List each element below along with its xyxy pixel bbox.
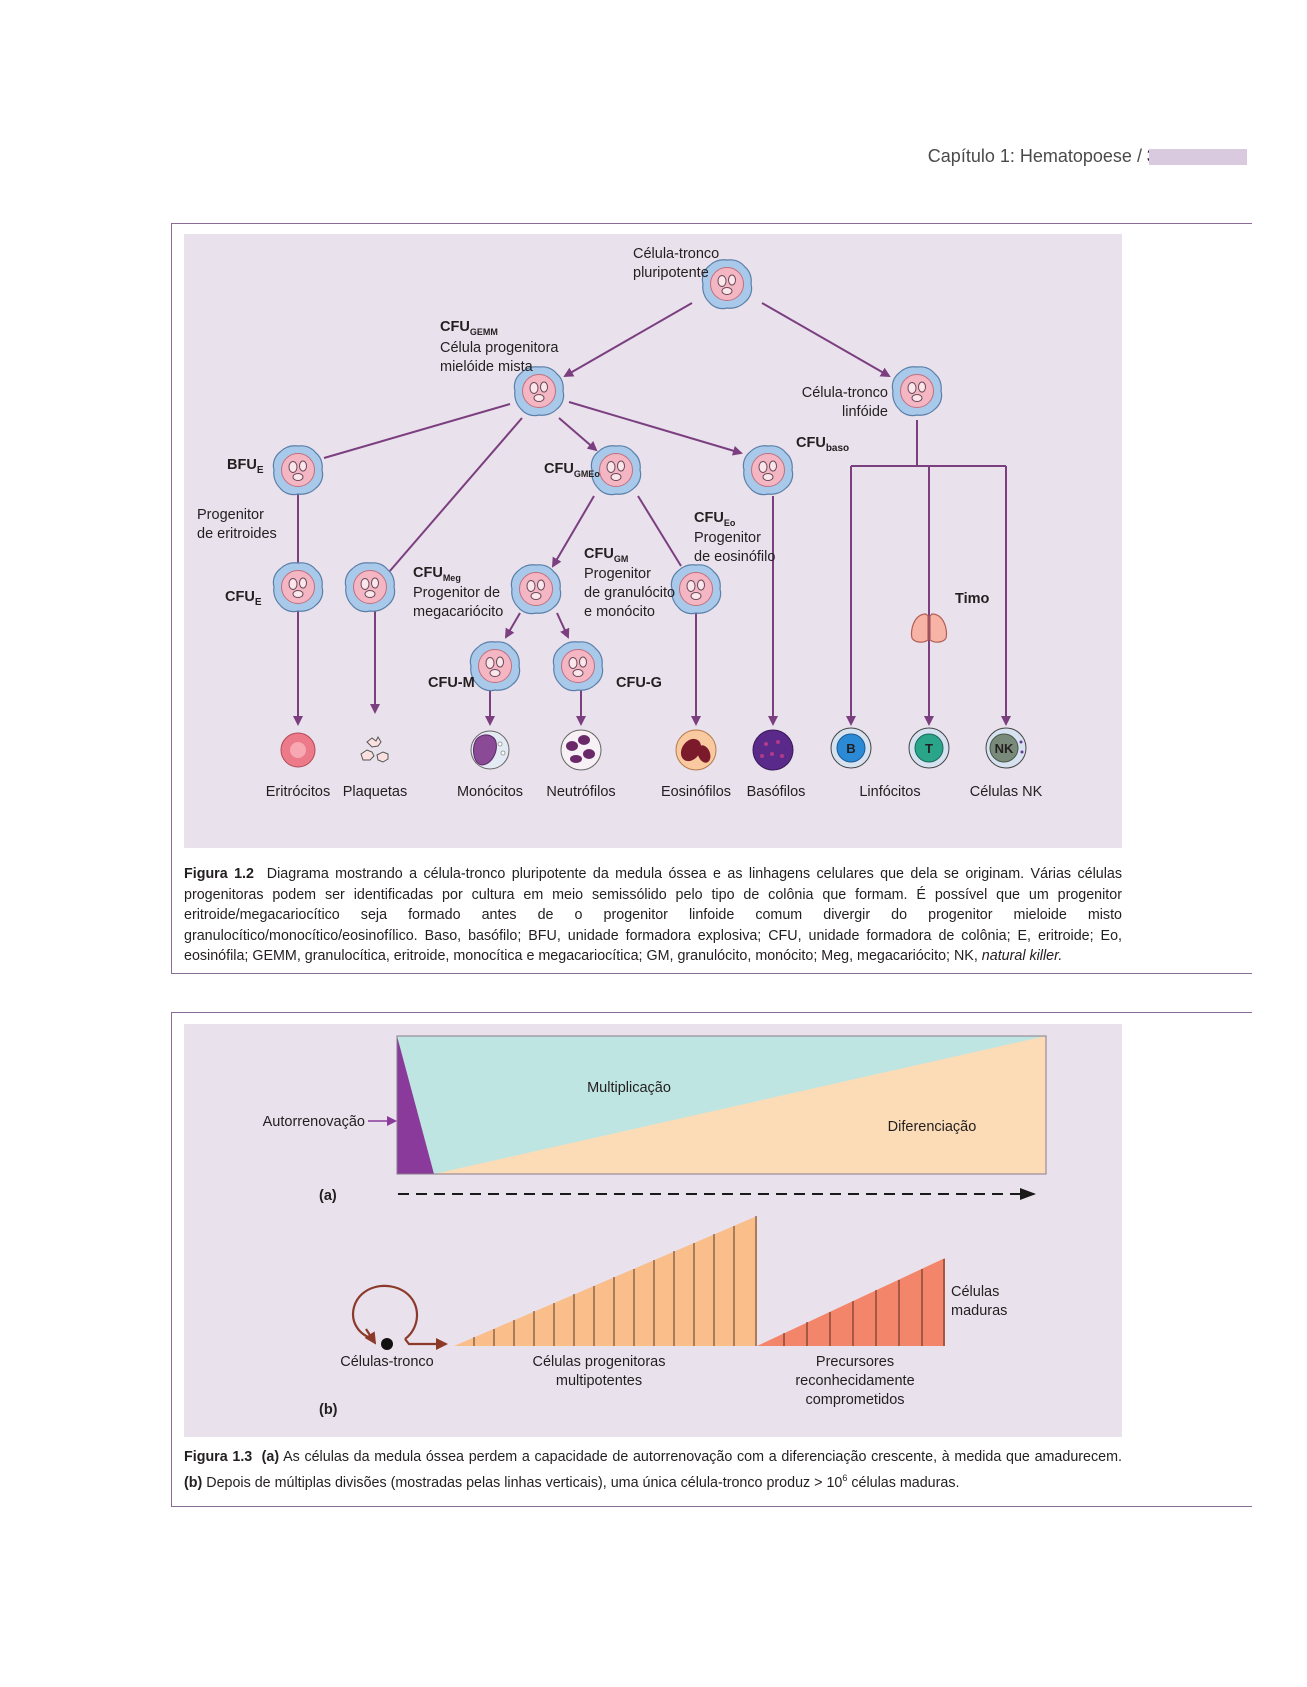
- cfu-e-label: CFUE: [225, 589, 262, 608]
- bfu-e-label: BFUE: [227, 457, 264, 476]
- b-cell-letter: B: [846, 741, 855, 756]
- b-lymphocyte-icon: [830, 727, 872, 769]
- nk-cell-letter: NK: [995, 741, 1014, 756]
- stem-label-line2: pluripotente: [633, 265, 709, 281]
- header-separator: /: [1136, 146, 1142, 166]
- eritrocitos-label: Eritrócitos: [266, 784, 330, 800]
- caption-italic: natural killer.: [981, 948, 1063, 964]
- hematopoiesis-diagram: Célula-tronco pluripotente CFUGEMM Célul…: [197, 246, 1043, 800]
- gm-desc-line2: de granulócito: [584, 585, 675, 601]
- panel-b-chart: [351, 1216, 945, 1350]
- erythrocyte-icon: [280, 732, 316, 768]
- figure-1-3-caption: Figura 1.3 (a) As células da medula ósse…: [184, 1447, 1122, 1493]
- progenitoras-line2: multipotentes: [556, 1373, 642, 1389]
- cfu-gm-label: CFUGM: [584, 546, 628, 564]
- precursores-line2: reconhecidamente: [795, 1373, 914, 1389]
- cfu-m-cell: [469, 641, 521, 692]
- eo-desc-line1: Progenitor: [694, 530, 761, 546]
- caption-text-b2: células maduras.: [851, 1474, 960, 1491]
- ery-prog-line2: de eritroides: [197, 526, 277, 542]
- caption-text-b1: Depois de múltiplas divisões (mostradas …: [206, 1474, 843, 1491]
- neutrofilos-label: Neutrófilos: [546, 784, 615, 800]
- timo-label: Timo: [955, 591, 990, 607]
- mature-cells: [280, 727, 1027, 771]
- figure-1-3-box: Multiplicação Diferenciação Autorrenovaç…: [171, 1012, 1252, 1507]
- precursores-line3: comprometidos: [805, 1392, 904, 1408]
- multiplicacao-label: Multiplicação: [587, 1080, 671, 1096]
- eosinofilos-label: Eosinófilos: [661, 784, 731, 800]
- cfu-meg-label: CFUMeg: [413, 565, 461, 583]
- ery-prog-line1: Progenitor: [197, 507, 264, 523]
- gemm-desc-line1: Célula progenitora: [440, 340, 559, 356]
- figure-1-2-caption: Figura 1.2 Diagrama mostrando a célula-t…: [184, 864, 1122, 967]
- gm-desc-line1: Progenitor: [584, 566, 651, 582]
- caption-label: Figura 1.2: [184, 866, 254, 882]
- cfu-meg-cell: [344, 562, 396, 613]
- basofilos-label: Basófilos: [747, 784, 806, 800]
- label-b: (b): [319, 1402, 338, 1418]
- cfu-g-label: CFU-G: [616, 675, 662, 691]
- cfu-eo-cell: [670, 564, 722, 615]
- lineage-arrows: [293, 302, 1011, 726]
- stem-label-line1: Célula-tronco: [633, 246, 719, 262]
- cfu-e-cell: [272, 562, 324, 613]
- gemm-desc-line2: mielóide mista: [440, 359, 534, 375]
- meg-desc-line2: megacariócito: [413, 604, 503, 620]
- plaquetas-label: Plaquetas: [343, 784, 408, 800]
- precursores-line1: Precursores: [816, 1354, 894, 1370]
- caption-b-marker: (b): [184, 1474, 203, 1491]
- figure-1-3-panel: Multiplicação Diferenciação Autorrenovaç…: [184, 1024, 1122, 1437]
- celulas-nk-label: Células NK: [970, 784, 1043, 800]
- cfu-m-label: CFU-M: [428, 675, 475, 691]
- platelets-icon: [360, 735, 389, 763]
- cfu-gmeo-label: CFUGMEo: [544, 461, 600, 479]
- cells: [272, 259, 943, 692]
- panel-a-chart: [368, 1035, 1047, 1200]
- figure-1-2-box: Célula-tronco pluripotente CFUGEMM Célul…: [171, 223, 1252, 974]
- eo-desc-line2: de eosinófilo: [694, 549, 775, 565]
- caption-a-marker: (a): [261, 1449, 280, 1465]
- maduras-line1: Células: [951, 1284, 999, 1300]
- cfu-g-cell: [552, 641, 604, 692]
- t-cell-letter: T: [925, 741, 933, 756]
- caption-superscript: 6: [842, 1472, 848, 1483]
- bfu-e-cell: [272, 445, 324, 496]
- t-lymphocyte-icon: [908, 727, 950, 769]
- autorrenovacao-label: Autorrenovação: [263, 1114, 365, 1130]
- cfu-gm-cell: [510, 564, 562, 615]
- basophil-icon: [752, 729, 794, 771]
- nk-cell-icon: [985, 727, 1027, 769]
- monocitos-label: Monócitos: [457, 784, 523, 800]
- figure-1-2-panel: Célula-tronco pluripotente CFUGEMM Célul…: [184, 234, 1122, 848]
- caption-text-a: As células da medula óssea perdem a capa…: [283, 1449, 1122, 1465]
- eosinophil-icon: [675, 729, 717, 771]
- running-header: Capítulo 1: Hematopoese / 3: [928, 146, 1157, 167]
- gm-desc-line3: e monócito: [584, 604, 655, 620]
- neutrophil-icon: [560, 729, 602, 771]
- progenitoras-line1: Células progenitoras: [533, 1354, 666, 1370]
- header-color-bar: [1149, 149, 1247, 165]
- pluripotent-stem-cell: [701, 259, 753, 310]
- label-a: (a): [319, 1188, 337, 1204]
- renewal-diagram: Multiplicação Diferenciação Autorrenovaç…: [263, 1035, 1047, 1418]
- monocyte-icon: [470, 730, 510, 770]
- linfocitos-label: Linfócitos: [859, 784, 920, 800]
- lymph-stem-line1: Célula-tronco: [802, 385, 888, 401]
- cfu-baso-label: CFUbaso: [796, 435, 849, 454]
- lymphoid-stem-cell: [891, 366, 943, 417]
- lymph-stem-line2: linfóide: [842, 404, 888, 420]
- diferenciacao-label: Diferenciação: [888, 1119, 977, 1135]
- cfu-baso-cell: [742, 445, 794, 496]
- celulas-tronco-label: Células-tronco: [340, 1354, 434, 1370]
- chapter-title: Capítulo 1: Hematopoese: [927, 146, 1132, 166]
- meg-desc-line1: Progenitor de: [413, 585, 500, 601]
- caption-text: Diagrama mostrando a célula-tronco pluri…: [184, 866, 1122, 964]
- caption-label: Figura 1.3: [184, 1449, 253, 1465]
- maduras-line2: maduras: [951, 1303, 1007, 1319]
- cfu-gemm-label: CFUGEMM: [440, 319, 498, 337]
- cfu-eo-label: CFUEo: [694, 510, 736, 528]
- thymus-icon: [910, 613, 948, 643]
